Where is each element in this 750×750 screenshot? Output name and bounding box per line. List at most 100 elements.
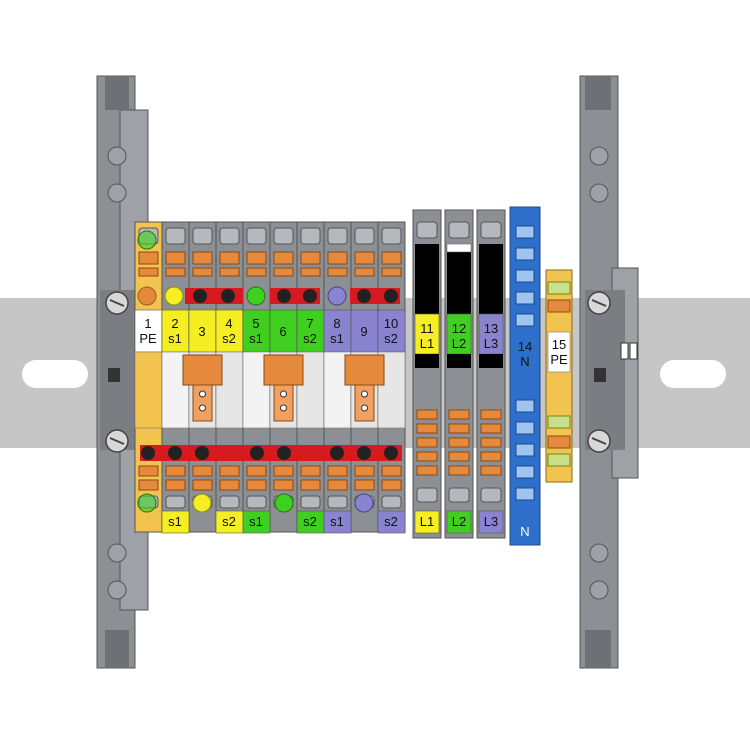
- phase-lever-1-5: [416, 465, 438, 476]
- terminal-lever-bottom-5: [246, 465, 267, 477]
- terminal-blocks: [134, 221, 406, 534]
- terminal-lever-bottom2-2: [165, 479, 186, 491]
- phase-clamp-top-3: [480, 221, 502, 239]
- bottom-tag-plate-3: [242, 510, 271, 534]
- terminal-clamp-top-5: [246, 227, 267, 245]
- terminal-clamp-top-6: [273, 227, 294, 245]
- phase-lever-2-2: [448, 423, 470, 434]
- terminal-lever-top-9: [354, 251, 375, 265]
- terminal-clamp-bottom-7: [300, 495, 321, 509]
- terminal-lever-top2-10: [381, 267, 402, 277]
- phase-lever-3-5: [480, 465, 502, 476]
- phase-bottom-plate-2: [446, 510, 472, 534]
- neutral-clamp-4: [515, 291, 535, 305]
- marker-plate-7: [296, 309, 325, 353]
- disconnect-pin-b-1: [199, 404, 206, 412]
- terminal-lever-top-6: [273, 251, 294, 265]
- terminal-lever-top2-8: [327, 267, 348, 277]
- phase-lever-1-3: [416, 437, 438, 448]
- terminal-lever-top2-6: [273, 267, 294, 277]
- terminal-lever-top-4: [219, 251, 240, 265]
- phase-marker-2: [446, 313, 472, 355]
- phase-clamp-bottom-2: [448, 487, 470, 503]
- terminal-lever-bottom2-6: [273, 479, 294, 491]
- terminal-lever-bottom-10: [381, 465, 402, 477]
- marker-plate-3: [188, 309, 217, 353]
- pe-right-clamp-bottom: [547, 415, 571, 429]
- terminal-lever-top-10: [381, 251, 402, 265]
- terminal-lever-bottom-8: [327, 465, 348, 477]
- marker-plate-2: [161, 309, 190, 353]
- bottom-tag-4: s2: [303, 514, 317, 529]
- bottom-tag-5: s1: [330, 514, 344, 529]
- terminal-middle-1: [134, 351, 163, 429]
- phase-marker-3: [478, 313, 504, 355]
- terminal-lever-bottom2-9: [354, 479, 375, 491]
- terminal-lever-bottom2-3: [192, 479, 213, 491]
- neutral-clamp-lower-3: [515, 443, 535, 457]
- terminal-clamp-bottom-2: [165, 495, 186, 509]
- pe-right-marker: [547, 331, 571, 373]
- terminal-lever-bottom-1: [138, 465, 159, 477]
- phase-clamp-bottom-3: [480, 487, 502, 503]
- disconnect-pin-a-1: [199, 390, 206, 398]
- terminal-clamp-top-7: [300, 227, 321, 245]
- bottom-tag-10: N: [520, 524, 530, 539]
- phase-clamp-top-2: [448, 221, 470, 239]
- phase-lever-2-3: [448, 437, 470, 448]
- terminal-lever-bottom-2: [165, 465, 186, 477]
- terminal-lever-bottom2-4: [219, 479, 240, 491]
- terminal-clamp-top-2: [165, 227, 186, 245]
- phase-lever-3-3: [480, 437, 502, 448]
- phase-lever-2-4: [448, 451, 470, 462]
- disconnect-handle-3: [354, 384, 375, 422]
- terminal-lever-top2-2: [165, 267, 186, 277]
- phase-cover-lower-2: [447, 354, 471, 368]
- socket-green-pe-top: [137, 230, 157, 250]
- marker-plate-6: [269, 309, 298, 353]
- phase-cover-3: [479, 244, 503, 314]
- neutral-clamp-2: [515, 247, 535, 261]
- phase-lever-1-1: [416, 409, 438, 420]
- bottom-tag-9: L3: [483, 514, 499, 529]
- bottom-tag-7: L1: [419, 514, 435, 529]
- rail-slot-right: [660, 360, 726, 388]
- terminal-lever-top-7: [300, 251, 321, 265]
- phase-clamp-bottom-1: [416, 487, 438, 503]
- terminal-lever-bottom-7: [300, 465, 321, 477]
- bottom-tag-1: s1: [168, 514, 182, 529]
- bottom-tag-plate-1: [161, 510, 190, 534]
- pe-right-clamp-top: [547, 281, 571, 295]
- terminal-lever-top2-3: [192, 267, 213, 277]
- terminal-lever-bottom-4: [219, 465, 240, 477]
- neutral-clamp-lower-5: [515, 487, 535, 501]
- phase-cover-lower-3: [479, 354, 503, 368]
- disconnect-switch-1: [182, 354, 223, 386]
- terminal-clamp-top-10: [381, 227, 402, 245]
- bottom-tag-2: s2: [222, 514, 236, 529]
- right-end-bracket: [579, 75, 639, 669]
- phase-cover-2: [447, 244, 471, 314]
- disconnect-pin-a-3: [361, 390, 368, 398]
- pe-right-clamp-bottom2: [547, 453, 571, 467]
- phase-lever-3-2: [480, 423, 502, 434]
- neutral-clamp-lower-4: [515, 465, 535, 479]
- neutral-clamp-5: [515, 313, 535, 327]
- terminal-lever-bottom-9: [354, 465, 375, 477]
- neutral-marker: [512, 334, 538, 374]
- pe-right-lever-bottom: [547, 435, 571, 449]
- bottom-tag-plate-5: [323, 510, 352, 534]
- socket-green-pe-bottom: [137, 493, 157, 513]
- bridge-contacts: [141, 289, 398, 460]
- terminal-lever-bottom-3: [192, 465, 213, 477]
- phase-marker-1: [414, 313, 440, 355]
- terminal-clamp-bottom-5: [246, 495, 267, 509]
